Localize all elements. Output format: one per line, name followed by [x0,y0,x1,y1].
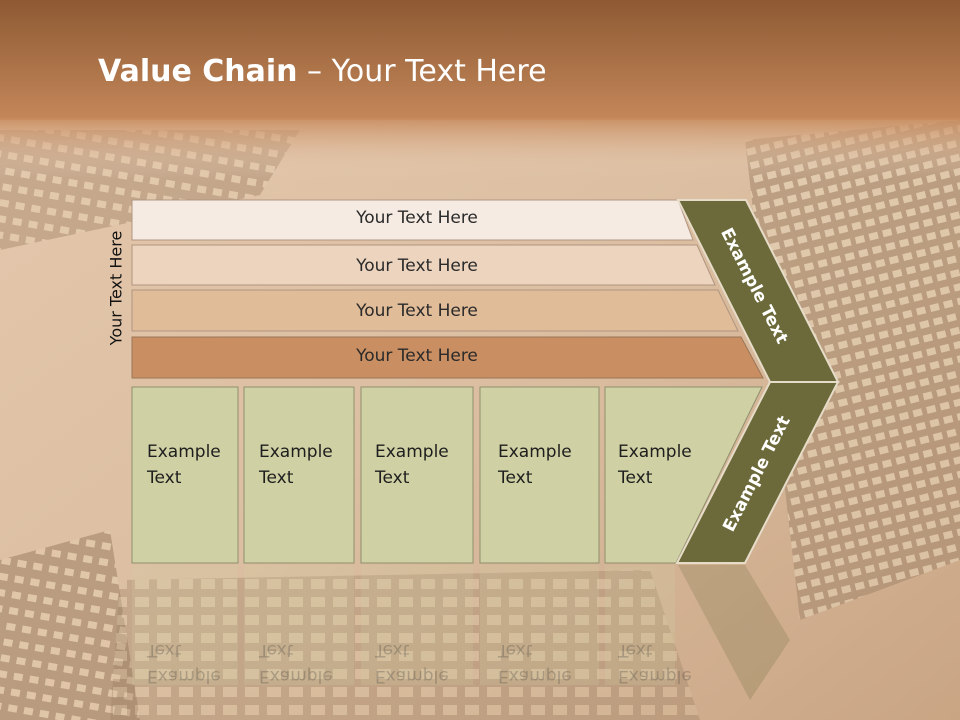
title-rest: – Your Text Here [297,54,547,89]
chevron-lower [675,381,840,564]
title-bold: Value Chain [98,54,298,89]
box-4 [479,386,600,564]
slide-title: Value Chain – Your Text Here [98,54,547,89]
box-4-label: Example Text [498,442,572,488]
band-2 [131,244,716,286]
band-1-label: Your Text Here [356,208,478,228]
band-4-label: Your Text Here [356,346,478,366]
box-1-label: Example Text [147,442,221,488]
band-1 [131,199,694,241]
band-2-label: Your Text Here [356,256,478,276]
box-3-label: Example Text [375,442,449,488]
box-5-label: Example Text [618,442,692,488]
box-1 [131,386,239,564]
box-2-label: Example Text [259,442,333,488]
box-3 [360,386,474,564]
box-2 [243,386,355,564]
box-2-reflection: Example Text [259,640,333,686]
band-3 [131,289,739,332]
reflection [132,565,790,700]
box-4-reflection: Example Text [498,640,572,686]
box-5-reflection: Example Text [618,640,692,686]
band-4 [131,336,764,379]
box-1-reflection: Example Text [147,640,221,686]
band-3-label: Your Text Here [356,301,478,321]
box-3-reflection: Example Text [375,640,449,686]
